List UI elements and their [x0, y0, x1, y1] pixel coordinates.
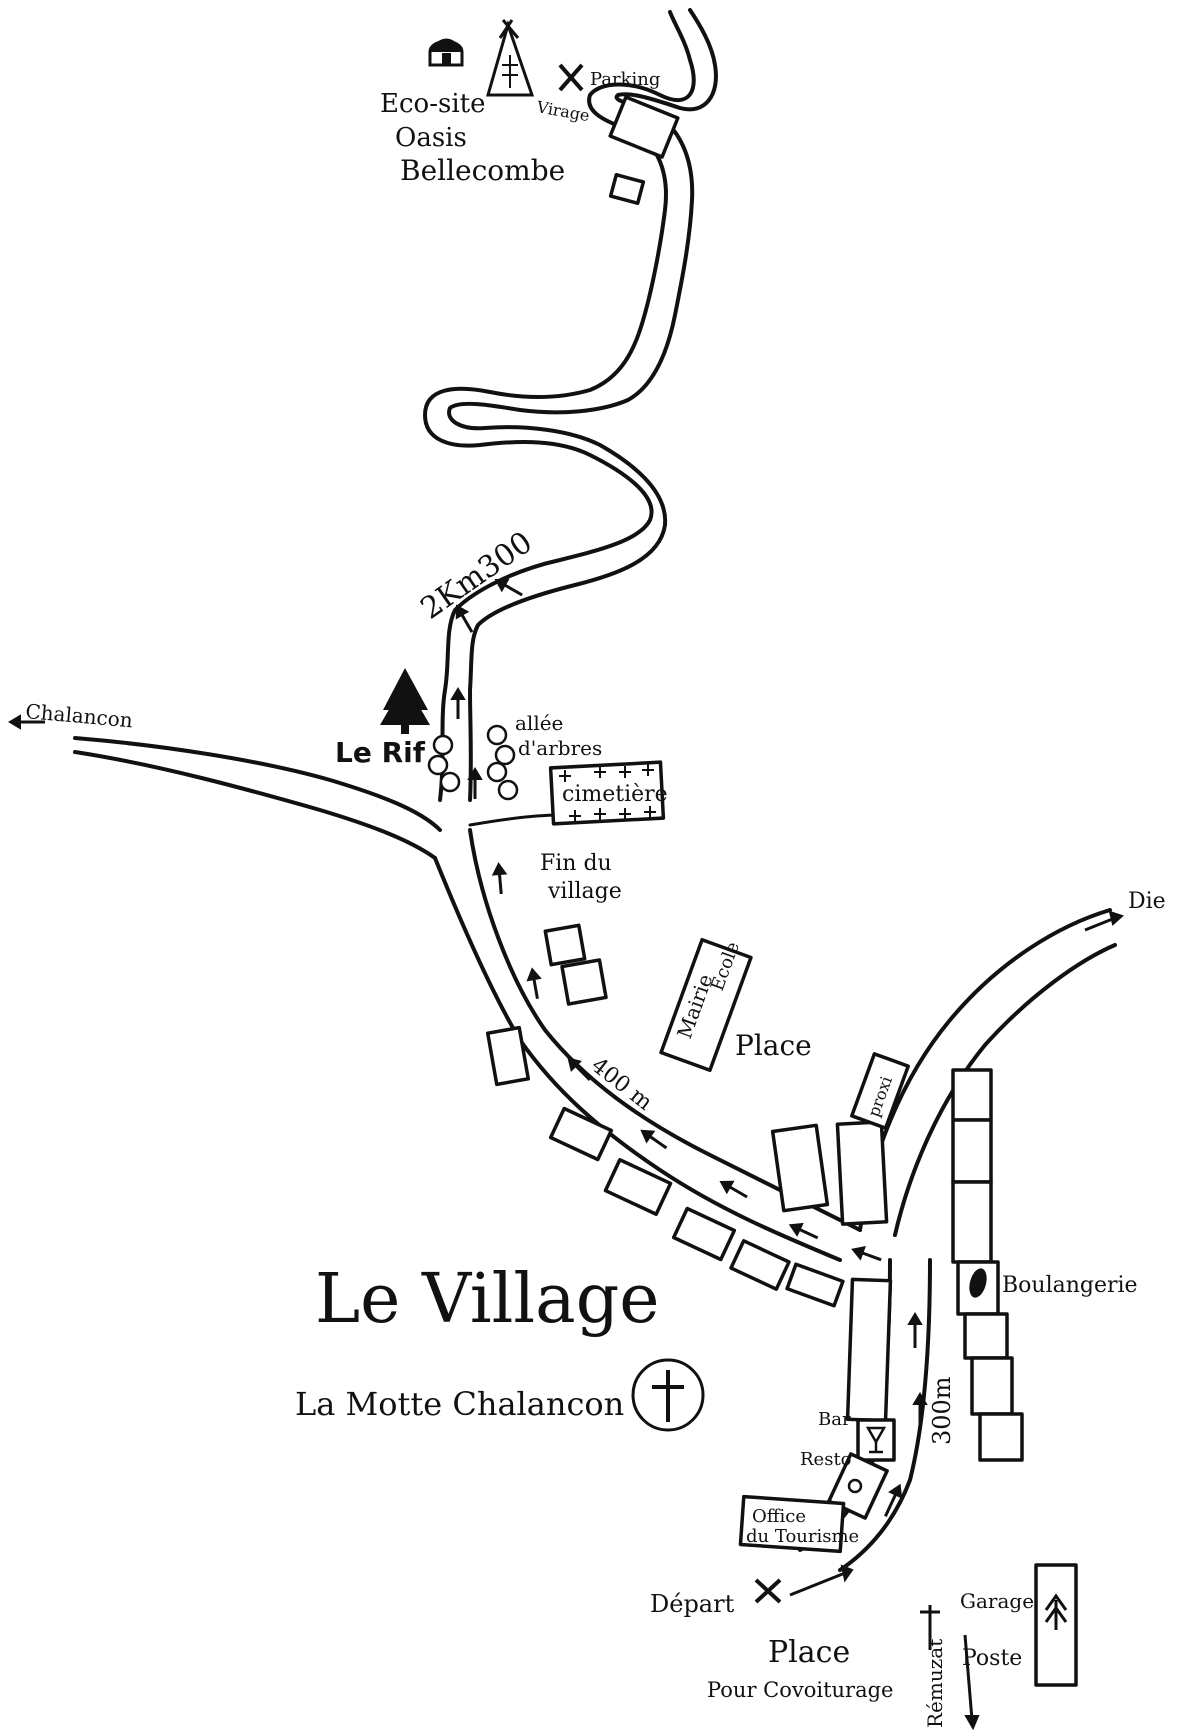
- winding-road-left-edge: [423, 10, 696, 802]
- remuzat-arrow: [920, 1605, 980, 1731]
- fin-du-village-label: Fin du village: [540, 851, 622, 904]
- svg-text:Place: Place: [768, 1635, 850, 1670]
- cross-mark-icon: [558, 63, 584, 92]
- chalancon-road-top: [73, 736, 442, 832]
- building-row-4: [729, 1239, 791, 1291]
- building-top-1: [608, 95, 680, 159]
- garage-poste-building: [1034, 1563, 1078, 1687]
- svg-text:Eco-site: Eco-site: [380, 89, 485, 119]
- bowl-icon: [847, 1478, 863, 1494]
- village-title: Le Village La Motte Chalancon: [295, 1260, 659, 1423]
- yurt-icon: [428, 38, 464, 67]
- south-road-right-edge: [838, 1258, 932, 1572]
- chalancon-arrow: [8, 714, 45, 730]
- building-fin-1: [543, 923, 587, 967]
- depart-arrow: [789, 1564, 854, 1597]
- building-right-7: [978, 1412, 1024, 1462]
- eco-site-label: Eco-site Oasis Bellecombe: [380, 89, 565, 187]
- place-top-label: Place: [735, 1029, 812, 1062]
- svg-text:du Tourisme: du Tourisme: [746, 1526, 859, 1547]
- depart-label: Départ: [650, 1590, 735, 1618]
- die-label: Die: [1128, 889, 1166, 914]
- building-right-1: [951, 1068, 993, 1122]
- svg-text:Office: Office: [752, 1506, 806, 1527]
- svg-text:Bellecombe: Bellecombe: [400, 154, 565, 187]
- building-right-3: [951, 1180, 993, 1264]
- allee-arbres-label: allée d'arbres: [515, 711, 602, 760]
- building-right-6: [970, 1356, 1014, 1416]
- fir-tree-icon: [1044, 1593, 1068, 1630]
- distance-2km300-label: 2Km300: [415, 525, 539, 627]
- tree-icon: [380, 668, 430, 734]
- building-row-2: [603, 1158, 673, 1216]
- le-rif-label: Le Rif: [335, 736, 426, 769]
- main-street-right-edge: [468, 828, 862, 1232]
- svg-text:Pour Covoiturage: Pour Covoiturage: [707, 1678, 894, 1702]
- building-south-1: [845, 1277, 893, 1423]
- proxi-building: [850, 1052, 910, 1130]
- building-row-5: [785, 1262, 845, 1308]
- tipi-icon: [486, 19, 535, 97]
- boulangerie-label: Boulangerie: [1002, 1273, 1138, 1298]
- die-road-right-edge: [893, 943, 1117, 1237]
- building-top-2: [608, 173, 646, 205]
- building-center-2: [835, 1120, 889, 1226]
- garage-label: Garage: [960, 1589, 1034, 1613]
- building-right-2: [951, 1118, 993, 1184]
- svg-text:La Motte Chalancon: La Motte Chalancon: [295, 1385, 624, 1423]
- svg-text:Fin du: Fin du: [540, 851, 612, 876]
- cimetiere-label: cimetière: [562, 782, 668, 807]
- building-row-1: [548, 1106, 614, 1162]
- building-right-5: [963, 1312, 1009, 1360]
- place-covoiturage-label: Place Pour Covoiturage: [707, 1635, 894, 1702]
- parking-label: Parking: [590, 69, 660, 90]
- building-row-3: [671, 1206, 737, 1262]
- building-fin-2: [560, 958, 608, 1006]
- distance-300m-label: 300m: [928, 1376, 956, 1445]
- svg-text:village: village: [547, 879, 622, 904]
- bar-label: Bar: [818, 1409, 851, 1430]
- svg-text:Oasis: Oasis: [395, 123, 467, 153]
- chalancon-label: Chalancon: [25, 699, 134, 732]
- direction-arrows: [8, 578, 1124, 1731]
- svg-text:allée: allée: [515, 711, 563, 735]
- main-street-left-edge: [433, 856, 842, 1262]
- office-tourisme-building: [738, 1494, 846, 1554]
- tree-row-icon: [427, 724, 519, 801]
- cemetery-crosses-icon: [559, 764, 656, 822]
- building-center-1: [770, 1123, 830, 1213]
- winding-road-right-edge: [447, 8, 718, 802]
- bread-icon: [969, 1268, 987, 1298]
- resto-label: Resto: [800, 1449, 852, 1470]
- depart-cross-icon: [754, 1578, 782, 1604]
- svg-text:d'arbres: d'arbres: [518, 736, 602, 760]
- svg-text:Le Village: Le Village: [315, 1260, 659, 1339]
- die-arrow: [1084, 910, 1124, 932]
- building-left-1: [485, 1025, 531, 1087]
- chalancon-road-bottom: [73, 750, 437, 860]
- virage-label: Virage: [534, 97, 591, 125]
- office-tourisme-label: Office du Tourisme: [746, 1506, 859, 1547]
- mairie-ecole-block: [659, 937, 753, 1073]
- wine-glass-icon: [865, 1426, 887, 1454]
- remuzat-label: Rémuzat: [923, 1639, 947, 1728]
- poste-label: Poste: [962, 1646, 1022, 1671]
- cemetery-road: [468, 813, 562, 827]
- church-cross-icon: [631, 1358, 705, 1432]
- cemetery-enclosure: [548, 760, 666, 826]
